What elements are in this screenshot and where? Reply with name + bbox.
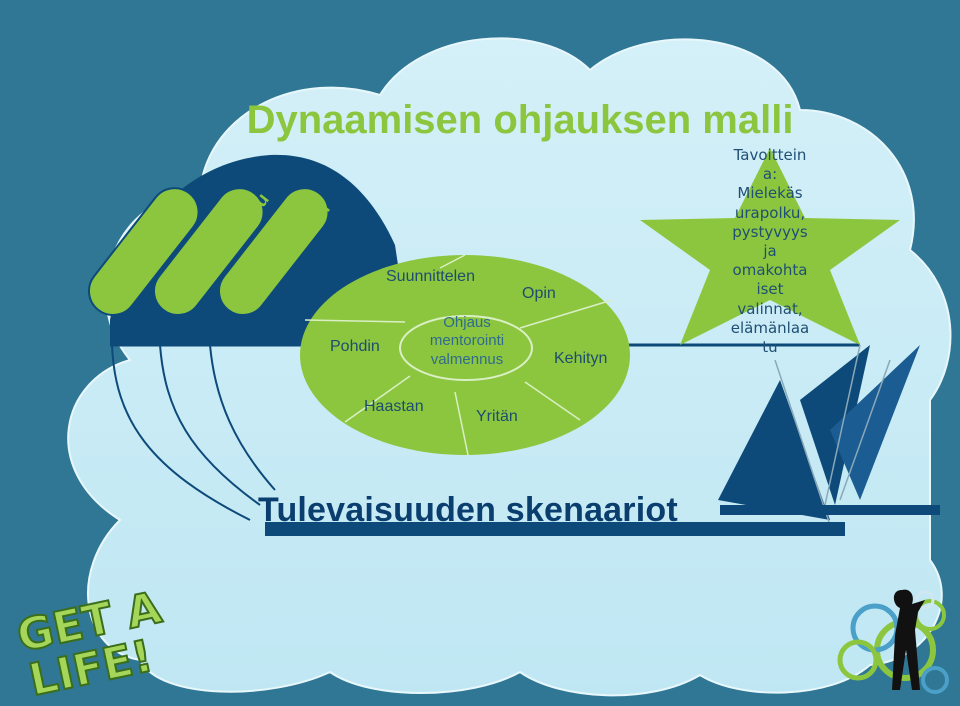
goal-line: Mielekäs xyxy=(737,184,803,203)
goal-line: tu xyxy=(762,337,778,356)
goal-line: pystyvyys xyxy=(732,222,808,241)
diagram-title: Dynaamisen ohjauksen malli xyxy=(246,98,794,142)
center-line: Ohjaus xyxy=(443,314,491,331)
goal-line: elämänlaa xyxy=(730,318,810,337)
center-line: valmennus xyxy=(430,350,504,368)
cycle-ellipse xyxy=(300,254,630,456)
cycle-label-opin: Opin xyxy=(522,285,556,302)
center-guidance-text: Ohjaus mentorointi valmennus xyxy=(402,314,532,369)
goal-star xyxy=(640,148,920,526)
goal-line: ja xyxy=(763,241,777,260)
cycle-label-kehityn: Kehityn xyxy=(554,350,608,367)
goal-text: Tavoittein a: Mielekäs urapolku, pystyvy… xyxy=(700,146,840,357)
goal-line: Tavoittein xyxy=(733,146,807,164)
center-line: mentorointi xyxy=(429,332,505,350)
cycle-label-yritan: Yritän xyxy=(476,408,518,425)
goal-line: a: xyxy=(762,165,778,184)
person-ring-emblem xyxy=(837,589,949,694)
goal-line: omakohta xyxy=(732,261,808,280)
path-capsules xyxy=(87,187,330,316)
goal-line: valinnat, xyxy=(737,299,803,318)
future-band xyxy=(265,505,940,536)
future-scenarios-label: Tulevaisuuden skenaariot xyxy=(258,491,678,529)
cycle-label-pohdin: Pohdin xyxy=(330,338,380,355)
goal-line: urapolku, xyxy=(734,203,806,222)
goal-line: iset xyxy=(756,280,784,299)
cycle-label-suunnittelen: Suunnittelen xyxy=(386,268,475,285)
cycle-label-haastan: Haastan xyxy=(364,398,424,415)
